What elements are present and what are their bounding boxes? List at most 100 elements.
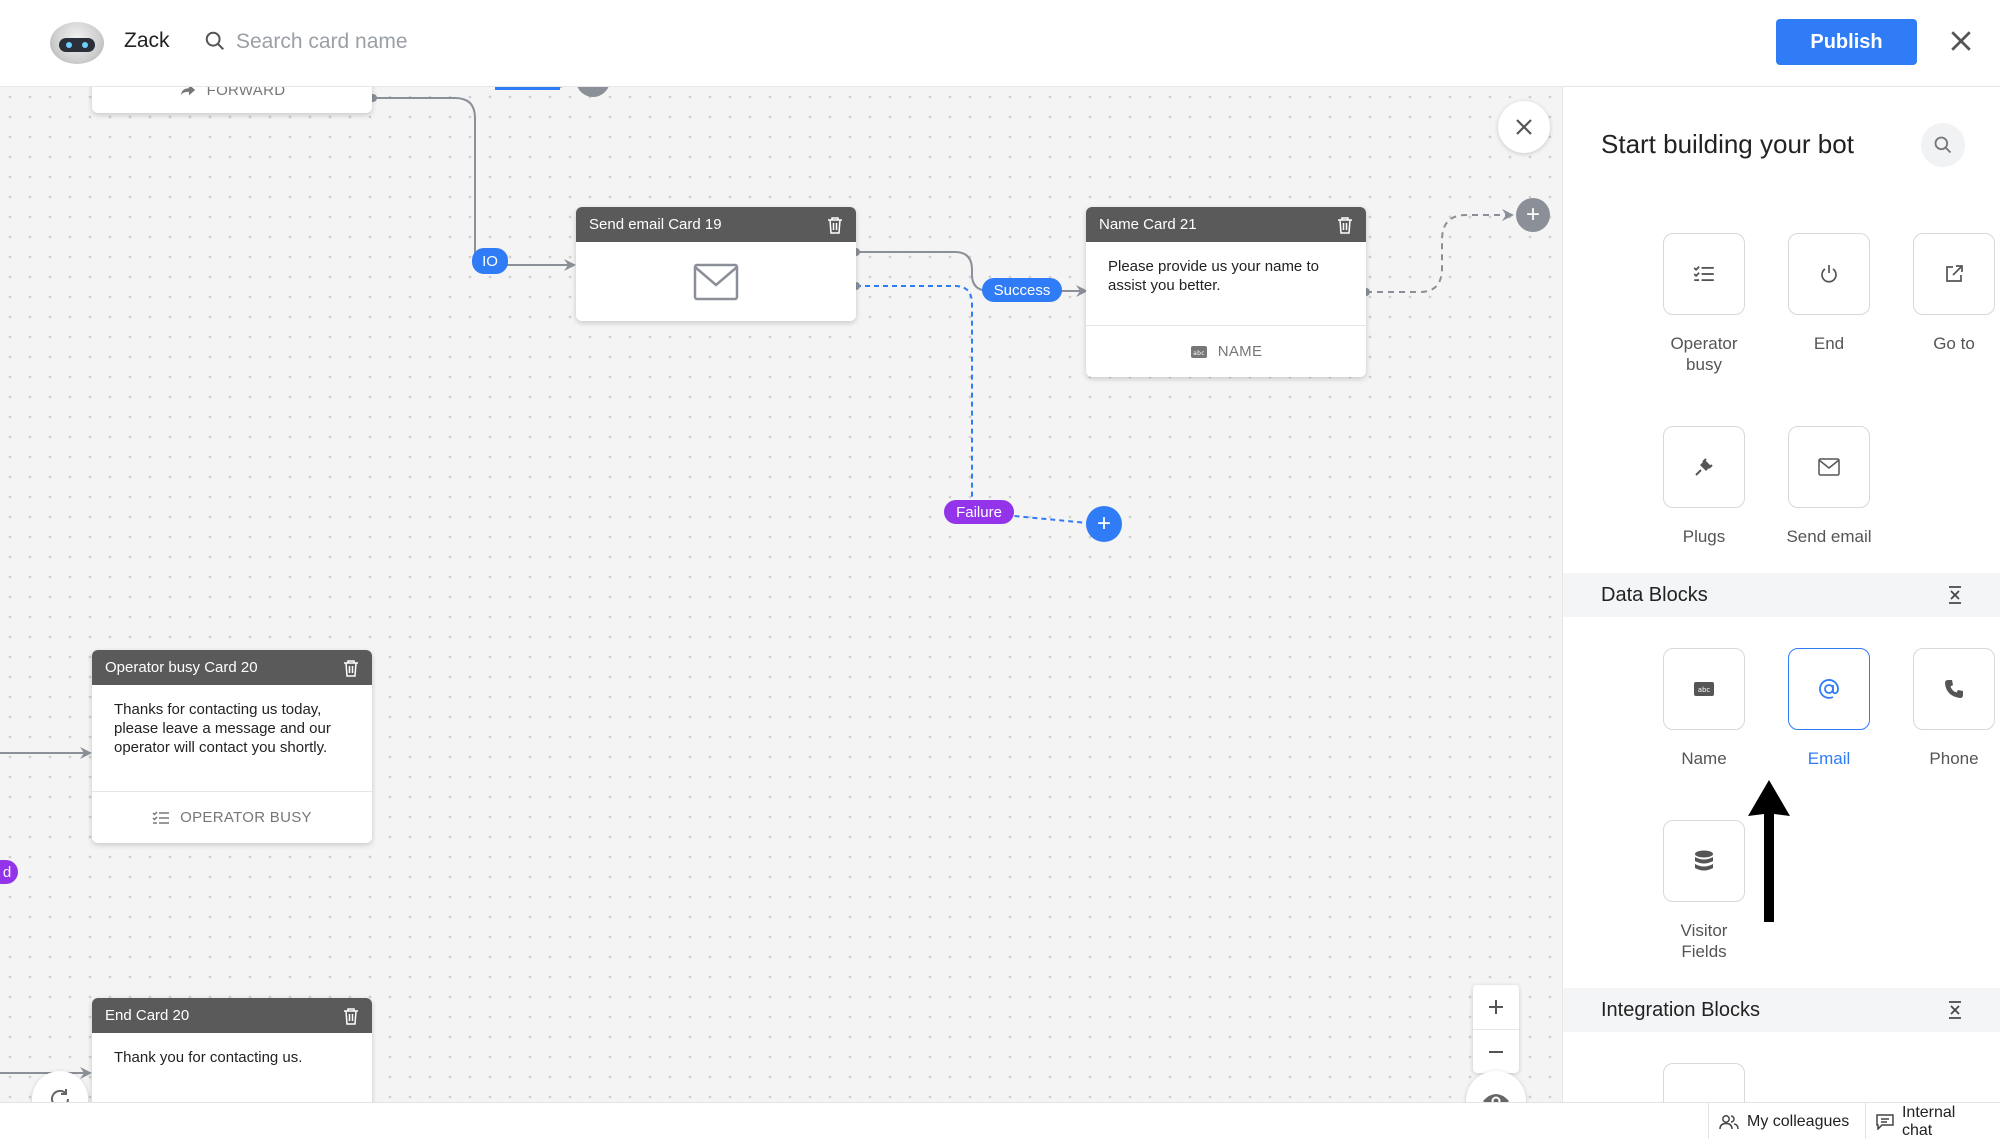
success-label[interactable]: Success [982,278,1062,302]
eye-icon [1483,1094,1509,1102]
section-title: Data Blocks [1601,583,1708,606]
integration-icon [1663,1063,1745,1102]
top-bar: Zack Publish [0,0,2000,87]
search-icon [1934,136,1952,154]
collapse-icon[interactable] [1947,1001,1963,1019]
block-label: Go to [1933,334,1975,353]
my-colleagues-button[interactable]: My colleagues [1708,1103,1859,1139]
power-icon [1788,233,1870,315]
block-label: Email [1807,749,1851,768]
trash-icon[interactable] [343,1007,359,1025]
abc-icon: abc [1190,345,1207,358]
block-go-to[interactable]: Go to [1889,233,2000,354]
forward-icon [180,87,195,96]
zoom-controls [1473,985,1519,1073]
search-icon [205,31,224,50]
block-label: Visitor Fields [1680,921,1728,961]
card-message: Thank you for contacting us. [114,1049,303,1066]
envelope-icon [693,263,739,300]
name-card-footer: abc NAME [1086,325,1366,377]
block-name[interactable]: abc Name [1639,648,1769,769]
section-title: Integration Blocks [1601,998,1760,1021]
internal-chat-button[interactable]: Internal chat [1865,1103,2000,1139]
forward-card-footer: FORWARD [92,87,372,113]
internal-chat-label: Internal chat [1901,1103,1956,1139]
forward-card-label: FORWARD [206,87,286,99]
colleagues-icon [1719,1114,1739,1129]
integration-blocks-header[interactable]: Integration Blocks [1563,988,2000,1032]
trash-icon[interactable] [1337,216,1353,234]
publish-button[interactable]: Publish [1776,19,1917,65]
forward-card[interactable]: FORWARD [92,87,372,113]
chat-icon [1876,1113,1894,1130]
card-message: Thanks for contacting us today, please l… [114,701,331,756]
card-title: End Card 20 [105,1007,190,1024]
trash-icon[interactable] [827,216,843,234]
partial-node [576,87,610,97]
card-title: Operator busy Card 20 [105,659,258,676]
bot-avatar[interactable] [50,22,104,64]
block-label: Phone [1929,749,1979,768]
database-icon [1663,820,1745,902]
block-label: Name [1681,749,1727,768]
phone-icon [1913,648,1995,730]
block-end[interactable]: End [1764,233,1894,354]
zoom-in-button[interactable] [1473,985,1519,1029]
zoom-out-button[interactable] [1473,1029,1519,1073]
list-check-icon [152,810,170,824]
search-card-input[interactable] [236,24,636,60]
card-title: Send email Card 19 [589,216,722,233]
list-check-icon [1663,233,1745,315]
add-failure-node-button[interactable]: + [1086,506,1122,542]
operator-busy-card-footer: OPERATOR BUSY [92,791,372,843]
at-icon [1788,648,1870,730]
my-colleagues-label: My colleagues [1747,1112,1850,1130]
svg-text:abc: abc [1698,686,1711,694]
end-card[interactable]: End Card 20 Thank you for contacting us. [92,998,372,1102]
end-card-header: End Card 20 [92,998,372,1033]
trash-icon[interactable] [343,659,359,677]
add-next-node-button[interactable]: + [1516,198,1550,232]
partial-label[interactable]: d [0,860,18,884]
block-operator-busy[interactable]: Operator busy [1639,233,1769,375]
close-icon [1516,119,1532,135]
block-plugs[interactable]: Plugs [1639,426,1769,547]
block-send-email[interactable]: Send email [1764,426,1894,547]
refresh-icon [51,1089,69,1102]
plug-icon [1663,426,1745,508]
external-link-icon [1913,233,1995,315]
name-card[interactable]: Name Card 21 Please provide us your name… [1086,207,1366,377]
block-visitor-fields[interactable]: Visitor Fields [1639,820,1769,962]
annotation-arrow-icon [1748,780,1790,922]
block-label: End [1813,334,1845,353]
card-type-label: OPERATOR BUSY [180,809,312,826]
name-card-header: Name Card 21 [1086,207,1366,242]
failure-label[interactable]: Failure [944,500,1014,524]
collapse-icon[interactable] [1947,586,1963,604]
bottom-bar: My colleagues Internal chat [0,1102,2000,1139]
card-title: Name Card 21 [1099,216,1197,233]
block-label: Plugs [1682,527,1726,546]
block-label: Send email [1786,527,1872,546]
send-email-card[interactable]: Send email Card 19 [576,207,856,321]
svg-text:abc: abc [1193,350,1205,357]
block-email[interactable]: Email [1764,648,1894,769]
io-label[interactable]: IO [472,248,508,274]
operator-busy-card[interactable]: Operator busy Card 20 Thanks for contact… [92,650,372,843]
card-type-label: NAME [1217,343,1263,360]
block-phone[interactable]: Phone [1889,648,2000,769]
plus-icon [1489,1000,1503,1014]
close-icon[interactable] [1946,26,1976,56]
close-canvas-button[interactable] [1498,101,1550,153]
data-blocks-header[interactable]: Data Blocks [1563,573,2000,617]
abc-icon: abc [1663,648,1745,730]
card-message: Please provide us your name to assist yo… [1108,258,1319,294]
panel-search-button[interactable] [1921,123,1965,167]
block-integration[interactable] [1639,1063,1769,1102]
send-email-card-header: Send email Card 19 [576,207,856,242]
bot-name[interactable]: Zack [124,29,170,52]
block-label: Operator busy [1670,334,1738,374]
send-email-card-body [576,242,856,321]
flow-canvas[interactable]: FORWARD Send email Card 19 Name Card 21 … [0,87,1562,1102]
minus-icon [1489,1050,1503,1053]
